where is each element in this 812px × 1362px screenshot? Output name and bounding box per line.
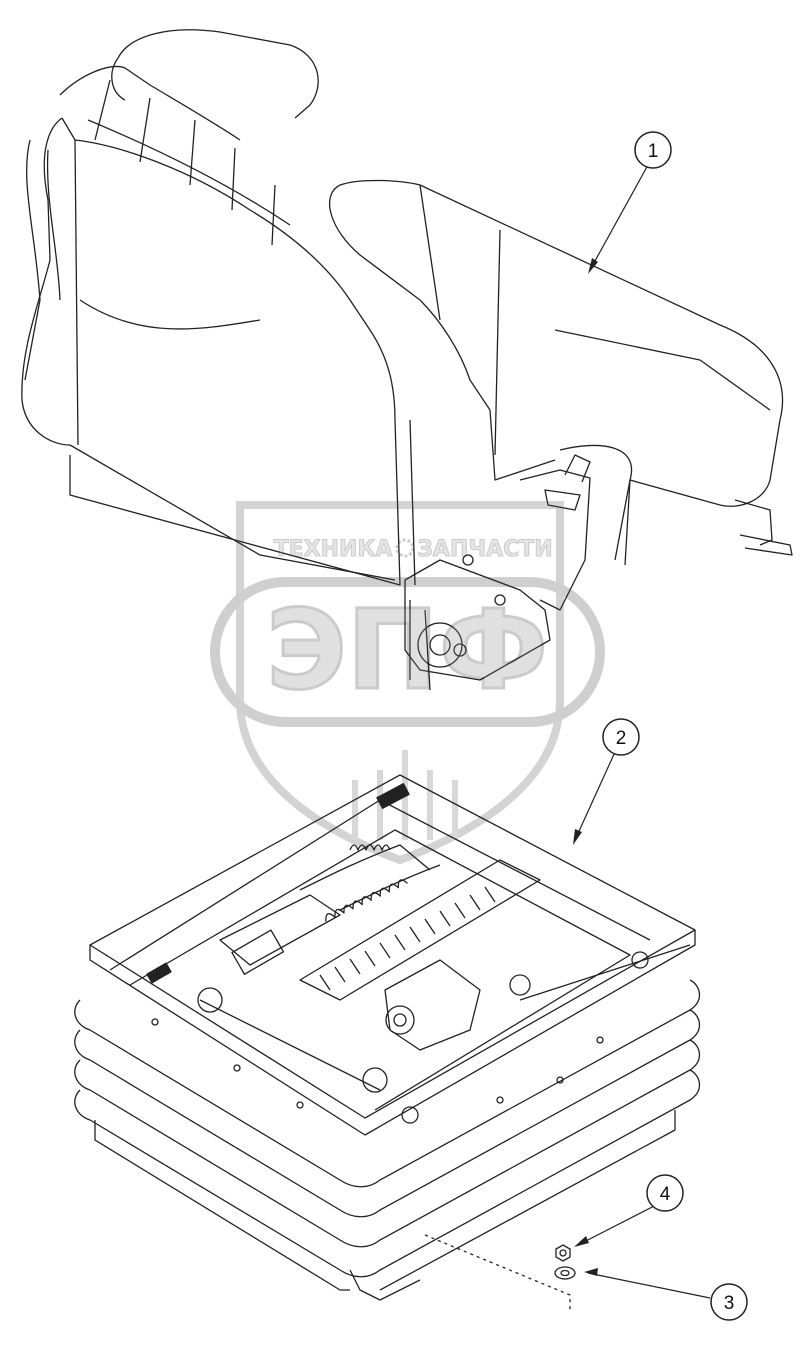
callout-circle-3 bbox=[710, 1283, 748, 1321]
leader-lines bbox=[574, 164, 711, 1299]
callout-circle-1 bbox=[634, 131, 672, 169]
vent-slots bbox=[319, 886, 496, 991]
watermark-left-text: ТЕХНИКА bbox=[274, 537, 393, 562]
leader-line-4 bbox=[577, 1203, 659, 1246]
suspension-assembly bbox=[74, 774, 701, 1310]
callout-circle-2 bbox=[602, 718, 640, 756]
callout-1: 1 bbox=[634, 131, 672, 169]
watermark-logo: ЭПФ ТЕХНИКА ЗАПЧАСТИ bbox=[210, 501, 605, 865]
washer-part-3 bbox=[554, 1266, 576, 1280]
watermark-right-text: ЗАПЧАСТИ bbox=[417, 537, 552, 562]
hardware-parts bbox=[554, 1244, 576, 1280]
arrowhead-4 bbox=[574, 1236, 589, 1247]
arrowhead-3 bbox=[584, 1268, 598, 1276]
seat-cushion-backrest bbox=[21, 29, 793, 691]
callout-2: 2 bbox=[602, 718, 640, 756]
nut-part-4 bbox=[555, 1244, 571, 1262]
spring-coils bbox=[325, 844, 408, 922]
callout-label-3: 3 bbox=[724, 1293, 735, 1314]
gear-icon bbox=[395, 538, 415, 558]
callout-label-1: 1 bbox=[648, 141, 659, 162]
callout-3: 3 bbox=[710, 1283, 748, 1321]
callout-label-2: 2 bbox=[616, 728, 627, 749]
leader-line-1 bbox=[589, 164, 649, 271]
callout-circle-4 bbox=[646, 1174, 684, 1212]
callout-4: 4 bbox=[646, 1174, 684, 1212]
leader-line-3 bbox=[587, 1272, 711, 1299]
callout-label-4: 4 bbox=[660, 1184, 671, 1205]
arrowhead-2 bbox=[573, 829, 582, 845]
watermark-main-text: ЭПФ bbox=[266, 586, 548, 714]
leader-line-2 bbox=[574, 751, 616, 841]
arrowheads bbox=[573, 258, 598, 1276]
arrowhead-1 bbox=[588, 258, 598, 274]
